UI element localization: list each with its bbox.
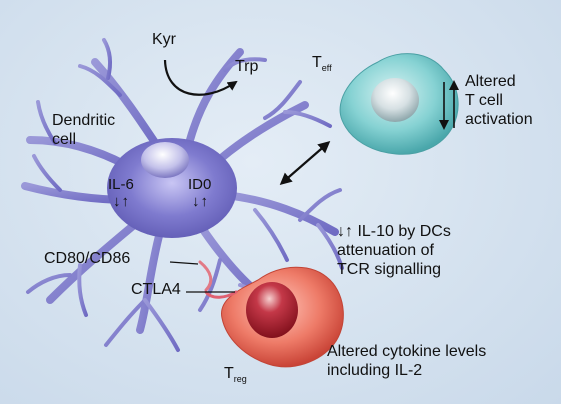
teff-cell-nucleus [371,78,419,122]
cytokine-note: Altered cytokine levels including IL-2 [327,342,486,380]
dc-teff-interaction-arrow [279,141,331,185]
dendritic-cell-label-line: Dendritic [52,112,116,129]
treg-label: Treg [224,364,247,385]
tcell-activation-line: T cell [465,92,503,109]
cd80-cd86-label: CD80/CD86 [44,250,131,267]
il10-note-line: ↓↑ IL-10 by DCs [337,223,451,240]
ctla4-label: CTLA4 [131,281,181,298]
teff-label-subscript: eff [321,63,332,73]
cytokine-note-line: Altered cytokine levels [327,343,487,360]
dendritic-cell-label-line: cell [52,131,77,148]
ctla4-receptor [204,290,238,299]
teff-label-main: T [312,54,322,71]
ido-label: ID0 [188,176,212,193]
cytokine-note-line: including IL-2 [327,362,423,379]
tcell-activation-line: Altered [465,73,516,90]
dendritic-cell-nucleus [141,142,189,178]
trp-label: Trp [235,58,259,75]
cd80-cd86-leader-line [169,261,199,265]
tcell-activation-line: activation [465,111,533,128]
kyr-label: Kyr [152,31,176,48]
cd80-cd86-receptor [198,260,213,292]
dendritic-cell-label: Dendritic cell [52,111,115,149]
teff-label: Teff [312,53,332,74]
kyr-to-trp-arrow [163,59,238,96]
il10-note-line: attenuation of [337,242,434,259]
il10-note-line: TCR signalling [337,261,442,278]
treg-cell-nucleus [246,282,298,338]
dendritic-cell-body [107,138,237,238]
treg-label-subscript: reg [233,374,247,384]
dendritic-cell-processes [21,38,344,352]
treg-label-main: T [224,365,234,382]
il6-up-down-arrows: ↓↑ [113,193,130,210]
tcell-activation-text: Altered T cell activation [465,72,533,129]
ido-up-down-arrows: ↓↑ [192,193,209,210]
il10-note: ↓↑ IL-10 by DCs attenuation of TCR signa… [337,222,451,279]
il6-label: IL-6 [108,176,134,193]
